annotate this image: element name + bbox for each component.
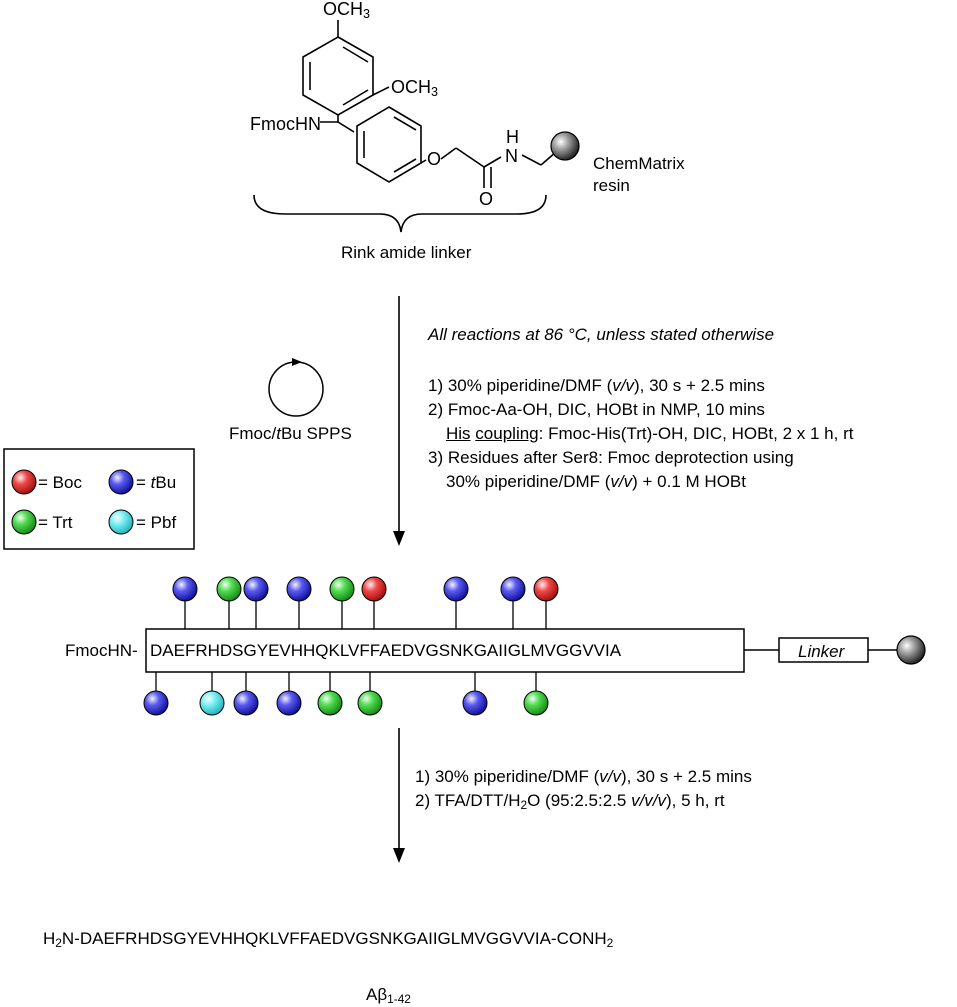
condition-step-3: 3) Residues after Ser8: Fmoc deprotectio… bbox=[428, 448, 794, 467]
product-formula: H2N-DAEFRHDSGYEVHHQKLVFFAEDVGSNKGAIIGLMV… bbox=[43, 929, 614, 950]
protecting-group-tbu-bottom-1 bbox=[143, 672, 169, 716]
protecting-group-tbu-top-8 bbox=[500, 576, 526, 629]
product-name: Aβ1-42 bbox=[366, 985, 411, 1006]
condition-step-2: 2) Fmoc-Aa-OH, DIC, HOBt in NMP, 10 mins bbox=[428, 400, 765, 419]
upper-ring bbox=[302, 36, 374, 116]
spps-label: Fmoc/tBu SPPS bbox=[229, 424, 352, 443]
legend-pbf-ball bbox=[108, 509, 134, 535]
methoxy-label-mid: OCH3 bbox=[391, 77, 439, 100]
conditions-header: All reactions at 86 °C, unless stated ot… bbox=[428, 325, 775, 344]
fmochn-label: FmocHN bbox=[250, 114, 321, 134]
legend-trt-ball bbox=[11, 509, 37, 535]
protecting-group-tbu-bottom-7 bbox=[462, 672, 488, 716]
protecting-group-trt-bottom-6 bbox=[357, 672, 383, 716]
carbonyl-oxygen-label: O bbox=[479, 189, 494, 209]
resin-label-line1: ChemMatrix bbox=[593, 154, 685, 173]
protecting-group-tbu-top-7 bbox=[443, 576, 469, 629]
linker-label: Linker bbox=[798, 642, 845, 661]
resin-bead-top bbox=[550, 131, 580, 161]
protecting-group-tbu-top-1 bbox=[172, 576, 198, 629]
rink-amide-structure bbox=[302, 20, 557, 188]
protecting-groups-top bbox=[172, 576, 559, 629]
protecting-group-boc-top-6 bbox=[361, 576, 387, 629]
linker-caption: Rink amide linker bbox=[341, 243, 472, 262]
condition-step-2b: His coupling: Fmoc-His(Trt)-OH, DIC, HOB… bbox=[446, 424, 854, 443]
legend-boc-label: = Boc bbox=[38, 473, 82, 492]
condition-step-1: 1) 30% piperidine/DMF (v/v), 30 s + 2.5 … bbox=[428, 376, 765, 395]
reaction-arrowhead-2 bbox=[393, 848, 405, 863]
resin-bead-peptide bbox=[896, 635, 926, 665]
protecting-group-tbu-top-3 bbox=[243, 576, 269, 629]
lower-ring bbox=[356, 106, 422, 183]
protecting-group-trt-top-2 bbox=[216, 576, 242, 629]
cycle-arrowhead bbox=[292, 358, 302, 366]
legend-pbf-label: = Pbf bbox=[136, 513, 177, 532]
spps-cycle-icon bbox=[268, 361, 324, 417]
peptide-prefix: FmocHN- bbox=[65, 641, 138, 660]
legend-trt-label: = Trt bbox=[38, 513, 73, 532]
legend-box bbox=[3, 448, 195, 550]
protecting-group-pbf-bottom-2 bbox=[199, 672, 225, 716]
protecting-group-boc-top-9 bbox=[533, 576, 559, 629]
methoxy-label-top: OCH3 bbox=[323, 0, 371, 22]
legend-tbu-label: = tBu bbox=[136, 473, 177, 492]
protecting-group-tbu-bottom-3 bbox=[233, 672, 259, 716]
protecting-group-trt-bottom-5 bbox=[317, 672, 343, 716]
legend-boc-ball bbox=[11, 469, 37, 495]
protecting-groups-bottom bbox=[143, 672, 549, 716]
amide-n-label: N bbox=[505, 146, 518, 166]
legend-tbu-ball bbox=[108, 469, 134, 495]
linker-brace bbox=[253, 194, 547, 233]
amide-h-label: H bbox=[506, 127, 519, 147]
peptide-sequence: DAEFRHDSGYEVHHQKLVFFAEDVGSNKGAIIGLMVGGVV… bbox=[150, 641, 622, 660]
ether-oxygen-label: O bbox=[427, 149, 442, 169]
cleavage-step-1: 1) 30% piperidine/DMF (v/v), 30 s + 2.5 … bbox=[415, 767, 752, 786]
condition-step-3b: 30% piperidine/DMF (v/v) + 0.1 M HOBt bbox=[446, 472, 746, 491]
cleavage-step-2: 2) TFA/DTT/H2O (95:2.5:2.5 v/v/v), 5 h, … bbox=[415, 791, 725, 812]
protecting-group-tbu-bottom-4 bbox=[276, 672, 302, 716]
protecting-group-tbu-top-4 bbox=[286, 576, 312, 629]
protecting-group-trt-bottom-8 bbox=[523, 672, 549, 716]
resin-label-line2: resin bbox=[593, 176, 630, 195]
protecting-group-trt-top-5 bbox=[329, 576, 355, 629]
reaction-arrowhead-1 bbox=[393, 531, 405, 546]
